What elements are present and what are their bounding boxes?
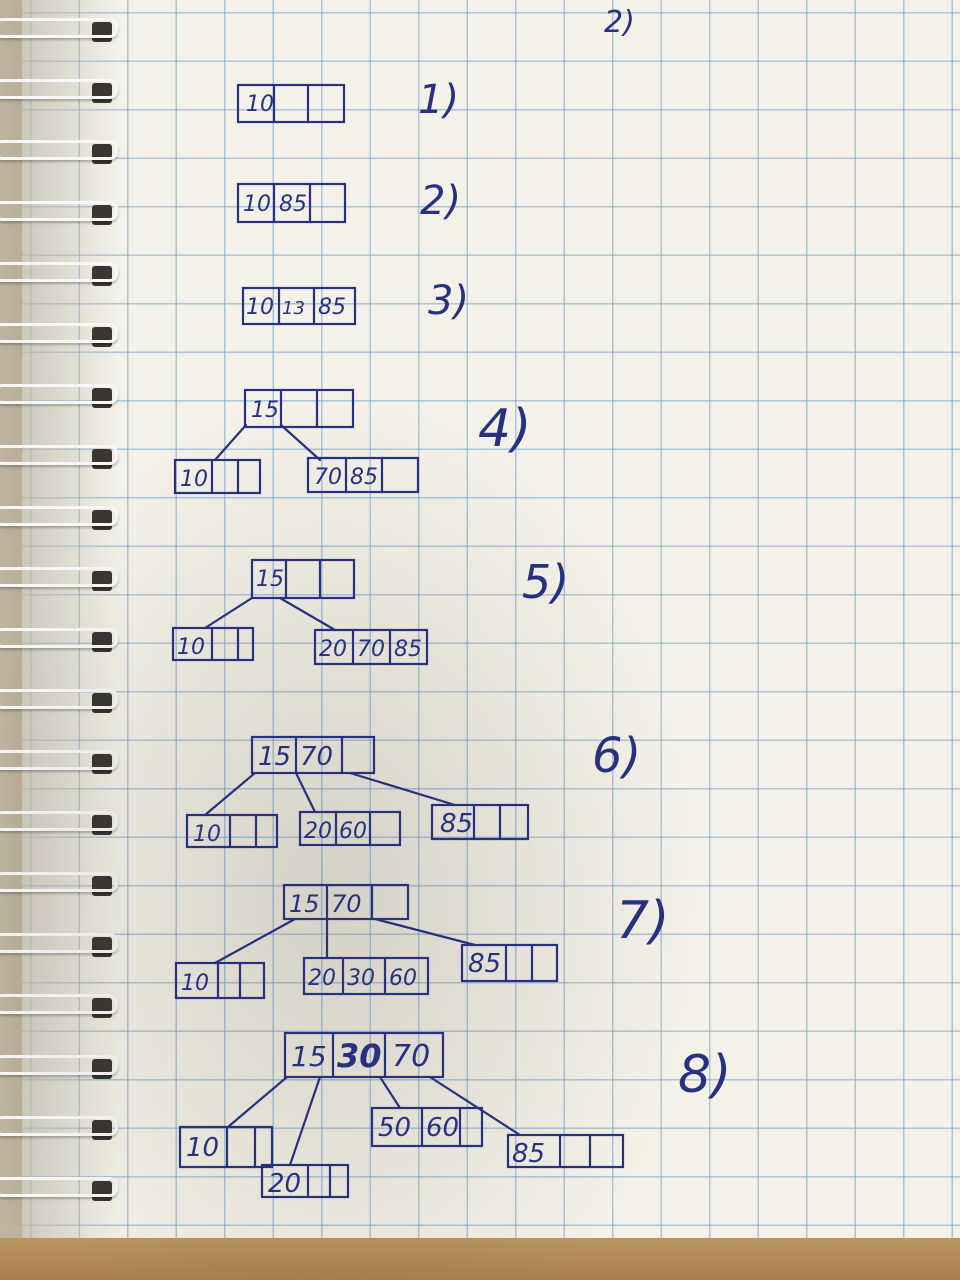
step-1-root-node: 10 xyxy=(236,83,346,124)
key: 70 xyxy=(300,742,333,772)
key: 70 xyxy=(314,465,342,490)
key: 15 xyxy=(258,742,291,772)
spiral-coil xyxy=(0,933,118,953)
key: 85 xyxy=(440,809,473,839)
key: 13 xyxy=(282,298,305,319)
key: 10 xyxy=(246,92,274,117)
step-4-label: 4) xyxy=(478,399,531,459)
key: 15 xyxy=(291,1040,327,1073)
step-3-root-node: 10 13 85 xyxy=(241,286,357,326)
spiral-coil xyxy=(0,262,118,282)
key: 10 xyxy=(246,295,274,320)
key: 85 xyxy=(279,192,307,217)
key: 10 xyxy=(181,971,209,996)
spiral-coil xyxy=(0,201,118,221)
key: 70 xyxy=(357,637,385,662)
spiral-coil xyxy=(0,567,118,587)
key: 10 xyxy=(186,1133,219,1163)
key: 15 xyxy=(289,890,320,918)
key: 70 xyxy=(392,1039,430,1074)
key: 85 xyxy=(512,1139,545,1169)
step-4-tree: 15 10 70 85 xyxy=(173,388,420,495)
key: 15 xyxy=(256,567,284,592)
spiral-coil xyxy=(0,1116,118,1136)
spiral-coil xyxy=(0,18,118,38)
key: 10 xyxy=(180,467,208,492)
key: 60 xyxy=(426,1113,459,1143)
key: 85 xyxy=(318,295,346,320)
spiral-coil xyxy=(0,750,118,770)
step-7-label: 7) xyxy=(616,891,669,951)
spiral-coil xyxy=(0,811,118,831)
spiral-coil xyxy=(0,628,118,648)
key: 85 xyxy=(468,949,501,979)
spiral-coil xyxy=(0,1177,118,1197)
step-5-label: 5) xyxy=(522,555,569,609)
key: 60 xyxy=(389,966,417,991)
step-5-tree: 15 10 20 70 85 xyxy=(171,558,429,666)
key: 70 xyxy=(331,890,362,918)
key: 20 xyxy=(319,637,347,662)
spiral-coil xyxy=(0,140,118,160)
step-3-label: 3) xyxy=(428,278,469,324)
spiral-coil xyxy=(0,506,118,526)
key: 20 xyxy=(268,1169,301,1199)
grid-paper-page xyxy=(22,0,960,1238)
key: 30 xyxy=(337,1037,382,1075)
step-6-tree: 15 70 10 20 60 85 xyxy=(185,735,530,849)
page-label: 2) xyxy=(604,5,635,40)
key: 10 xyxy=(243,192,271,217)
spiral-coil xyxy=(0,79,118,99)
step-7-tree: 15 70 10 20 30 60 85 xyxy=(174,883,559,1000)
key: 30 xyxy=(347,966,375,991)
step-2-label: 2) xyxy=(420,178,461,224)
step-8-tree: 15 30 70 10 20 50 60 85 xyxy=(178,1031,625,1199)
step-1-label: 1) xyxy=(418,77,459,123)
spiral-coil xyxy=(0,994,118,1014)
spiral-coil xyxy=(0,1055,118,1075)
spiral-coil xyxy=(0,323,118,343)
key: 50 xyxy=(378,1113,411,1143)
step-8-label: 8) xyxy=(678,1045,731,1105)
step-6-label: 6) xyxy=(592,728,641,784)
key: 10 xyxy=(193,822,221,847)
key: 20 xyxy=(308,966,336,991)
key: 10 xyxy=(177,635,205,660)
key: 85 xyxy=(394,637,422,662)
key: 15 xyxy=(251,398,279,423)
key: 60 xyxy=(339,819,367,844)
key: 20 xyxy=(304,819,332,844)
spiral-coil xyxy=(0,872,118,892)
spiral-coil xyxy=(0,689,118,709)
step-2-root-node: 10 85 xyxy=(236,182,347,224)
spiral-coil xyxy=(0,384,118,404)
spiral-coil xyxy=(0,445,118,465)
key: 85 xyxy=(350,465,378,490)
